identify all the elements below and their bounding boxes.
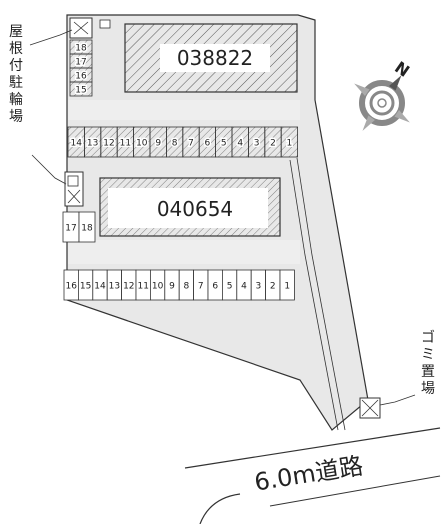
north-indicator: N (391, 58, 413, 81)
stall-number: 3 (254, 139, 260, 149)
stall-number: 11 (120, 139, 131, 149)
bike-shelter-top (69, 17, 111, 39)
stall-number: 16 (65, 282, 77, 292)
building-id-1: 038822 (177, 46, 253, 70)
stall-number: 7 (198, 282, 204, 292)
stall-number: 5 (221, 139, 227, 149)
bike-shelter-mid (64, 171, 84, 207)
walkway (289, 159, 339, 431)
bike-leader-top (29, 29, 73, 46)
garbage-leader (379, 394, 416, 406)
parking-aisle (68, 100, 300, 120)
stall-number: 8 (172, 139, 178, 149)
stall-number: 3 (256, 282, 262, 292)
stall-number: 7 (188, 139, 194, 149)
stall-number: 15 (75, 86, 86, 96)
stall-number: 2 (270, 282, 276, 292)
parking-stall (280, 126, 299, 158)
parking-stall (69, 81, 93, 97)
stall-number: 17 (75, 58, 86, 68)
stall-number: 10 (152, 282, 164, 292)
parking-aisle (68, 240, 300, 264)
stall-number: 9 (155, 139, 161, 149)
stall-number: 11 (137, 282, 148, 292)
parking-stack-right: 18 17 16 15 (69, 39, 93, 97)
walkway (296, 157, 346, 431)
stall-number: 10 (136, 139, 148, 149)
stall-number: 14 (94, 282, 106, 292)
parking-stall (78, 211, 96, 243)
road: 6.0m道路 (184, 427, 441, 524)
stall-number: 12 (103, 139, 114, 149)
bike-parking-label: 屋根付駐輪場 (9, 24, 23, 125)
stall-number: 4 (241, 282, 247, 292)
building-038822: 038822 (124, 23, 298, 93)
stall-number: 6 (205, 139, 211, 149)
compass-rose: N (354, 58, 413, 131)
stall-number: 5 (227, 282, 233, 292)
stall-number: 2 (270, 139, 276, 149)
garbage-area-label: ゴミ置場 (421, 330, 435, 397)
building-id-2: 040654 (157, 197, 233, 221)
stall-number: 9 (169, 282, 175, 292)
stall-number: 13 (87, 139, 98, 149)
stall-number: 6 (212, 282, 218, 292)
stall-number: 17 (65, 224, 76, 234)
stall-number: 4 (237, 139, 243, 149)
bike-leader-mid (31, 154, 67, 185)
stall-number: 1 (287, 139, 293, 149)
stall-number: 18 (81, 224, 93, 234)
stall-number: 12 (123, 282, 134, 292)
stall-number: 8 (184, 282, 190, 292)
parking-stall (279, 269, 295, 301)
stall-number: 14 (70, 139, 82, 149)
garbage-area (359, 397, 381, 419)
stall-number: 16 (75, 72, 87, 82)
stall-number: 1 (284, 282, 290, 292)
stall-number: 18 (75, 44, 87, 54)
stall-number: 13 (109, 282, 120, 292)
building-040654: 040654 (99, 177, 281, 237)
stall-number: 15 (80, 282, 91, 292)
